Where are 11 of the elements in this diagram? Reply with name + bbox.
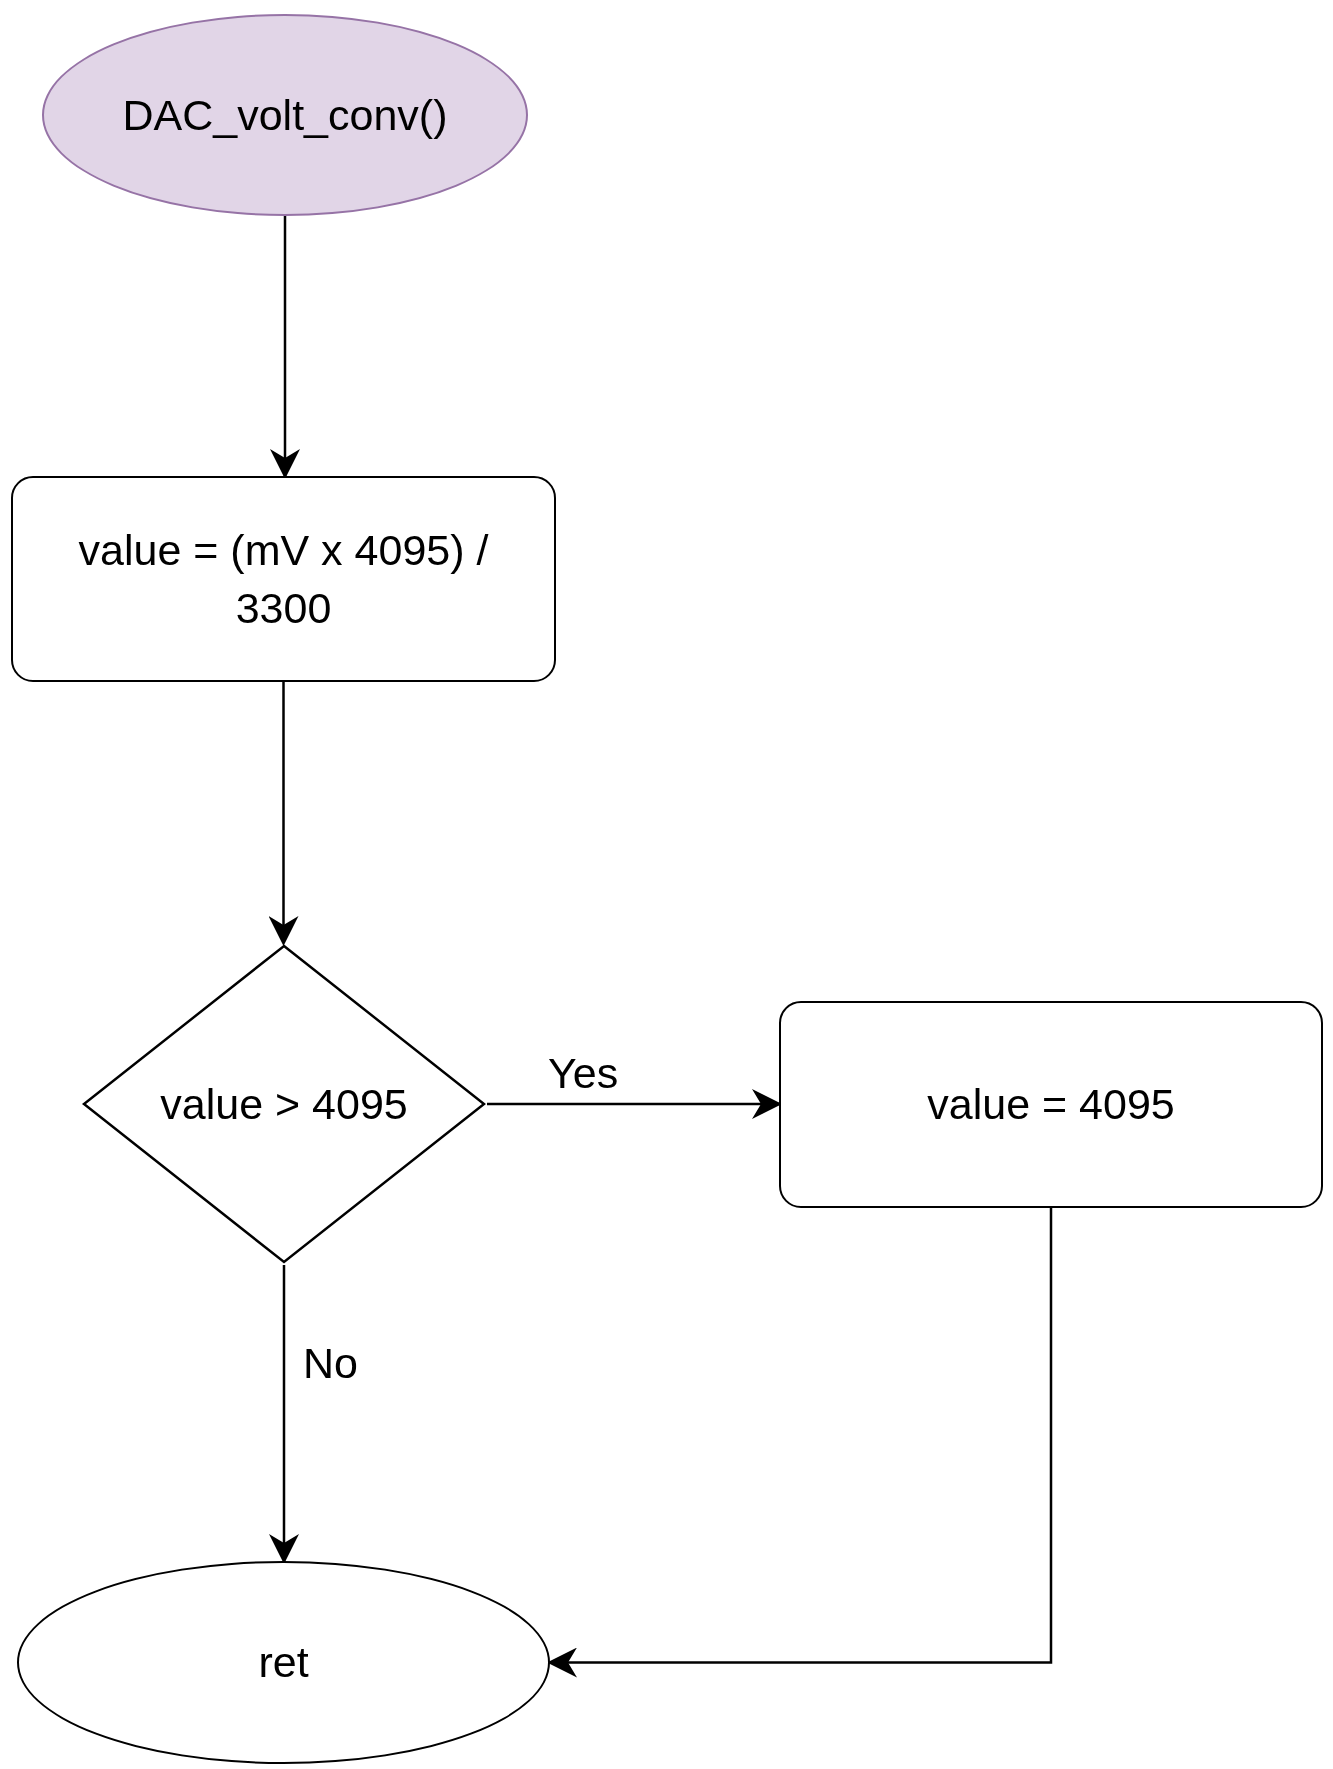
node-text: value = (mV x 4095) / 3300	[77, 524, 490, 634]
decision-diamond	[81, 943, 487, 1265]
arrow	[269, 1265, 299, 1564]
arrow	[270, 216, 300, 479]
node-text: value = 4095	[927, 1079, 1175, 1131]
arrow	[268, 682, 299, 946]
node-text: DAC_volt_conv()	[122, 89, 448, 141]
process-box	[779, 1001, 1323, 1208]
node-text: ret	[258, 1637, 309, 1689]
process-box	[11, 476, 556, 682]
node-text: value > 4095	[160, 1078, 408, 1130]
